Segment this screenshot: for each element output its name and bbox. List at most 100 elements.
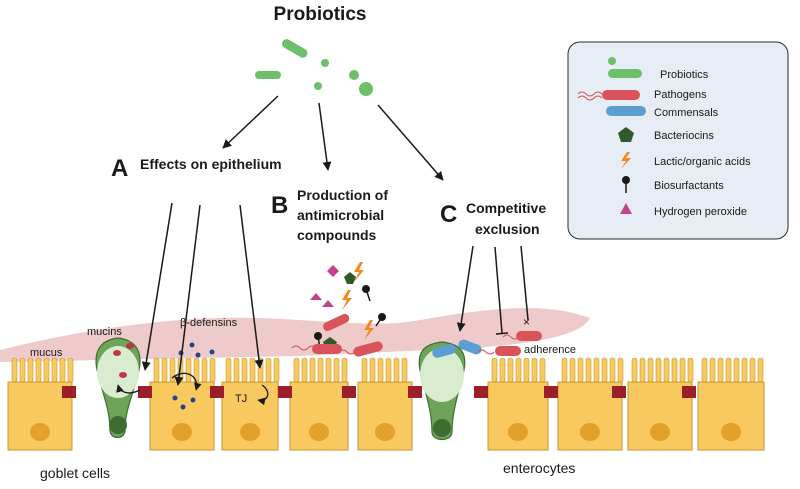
section-b-label-1: Production of: [297, 187, 388, 203]
microvillus: [209, 357, 216, 383]
microvillus: [293, 357, 300, 383]
nucleus: [508, 423, 528, 441]
microvillus: [51, 357, 58, 383]
pin-icon: [622, 176, 630, 193]
microvillus: [225, 357, 232, 383]
microvillus: [499, 357, 506, 383]
microvillus: [67, 357, 74, 383]
microvillus: [709, 357, 716, 383]
microvillus: [241, 357, 248, 383]
microvillus: [369, 357, 376, 383]
microvillus: [11, 357, 18, 383]
arrow-to-b: [318, 102, 332, 171]
microvillus: [309, 357, 316, 383]
microvillus: [717, 357, 724, 383]
tight-junction: [278, 386, 292, 398]
legend-label: Lactic/organic acids: [654, 156, 751, 168]
epithelium: [7, 357, 765, 451]
nucleus: [580, 423, 600, 441]
tight-junction: [210, 386, 224, 398]
tight-junction: [342, 386, 356, 398]
microvillus: [161, 357, 168, 383]
legend-label: Pathogens: [654, 89, 707, 101]
microvillus: [317, 357, 324, 383]
microvillus: [741, 357, 748, 383]
microvillus: [249, 357, 256, 383]
microvillus: [361, 357, 368, 383]
microvillus: [59, 357, 66, 383]
section-b-letter: B: [271, 192, 288, 219]
page-title: Probiotics: [274, 4, 367, 25]
legend: Probiotics Pathogens Commensals Bacterio…: [567, 41, 789, 240]
microvillus: [561, 357, 568, 383]
microvillus: [585, 357, 592, 383]
microvillus: [153, 357, 160, 383]
microvillus: [725, 357, 732, 383]
section-c-letter: C: [440, 201, 457, 228]
microvillus: [647, 357, 654, 383]
microvillus: [655, 357, 662, 383]
microvillus: [265, 357, 272, 383]
nucleus: [375, 423, 395, 441]
section-b-label-2: antimicrobial: [297, 207, 384, 223]
microvillus: [531, 357, 538, 383]
microvillus: [679, 357, 686, 383]
mucin-particles: [113, 343, 134, 378]
microvillus: [609, 357, 616, 383]
microvillus: [523, 357, 530, 383]
tight-junction: [544, 386, 558, 398]
mucus-label: mucus: [30, 347, 63, 359]
tight-junction: [62, 386, 76, 398]
triangle-icon: [620, 203, 632, 214]
microvillus: [43, 357, 50, 383]
arrow-c1: [456, 245, 474, 332]
microvillus: [539, 357, 546, 383]
goblet-cells-label: goblet cells: [40, 465, 110, 481]
microvillus: [393, 357, 400, 383]
microvillus: [185, 357, 192, 383]
microvillus: [515, 357, 522, 383]
microvillus: [385, 357, 392, 383]
microvillus: [507, 357, 514, 383]
microvillus: [401, 357, 408, 383]
microvillus: [733, 357, 740, 383]
section-b-label-3: compounds: [297, 227, 377, 243]
probiotic-coccus: [321, 59, 329, 67]
microvillus: [341, 357, 348, 383]
adherence-label: adherence: [524, 344, 576, 356]
curve-arrow: [257, 384, 269, 406]
microvillus: [201, 357, 208, 383]
section-c-label-2: exclusion: [475, 221, 540, 237]
tight-junction: [138, 386, 152, 398]
microvillus: [19, 357, 26, 383]
probiotic-rod: [282, 39, 308, 58]
nucleus: [240, 423, 260, 441]
lightning-icon: [621, 152, 631, 169]
probiotic-rod: [255, 71, 281, 79]
nucleus: [721, 423, 741, 441]
microvillus: [757, 357, 764, 383]
probiotic-coccus: [359, 82, 373, 96]
arrow-a3: [239, 204, 264, 369]
microvillus: [491, 357, 498, 383]
microvillus: [593, 357, 600, 383]
microvillus: [333, 357, 340, 383]
probiotics-cluster: [255, 39, 373, 96]
tj-label: TJ: [235, 393, 247, 405]
legend-label: Commensals: [654, 107, 719, 119]
legend-label: Probiotics: [660, 69, 709, 81]
legend-label: Bacteriocins: [654, 130, 714, 142]
tight-junction: [682, 386, 696, 398]
nucleus: [309, 423, 329, 441]
section-a-label: Effects on epithelium: [140, 156, 282, 172]
arrow-a2: [174, 204, 201, 386]
goblet-cell: [418, 341, 466, 441]
curve-arrow: [171, 372, 202, 391]
tight-junction: [408, 386, 422, 398]
arrow-c3: [520, 245, 529, 321]
mucins-label: mucins: [87, 326, 122, 338]
legend-label: Biosurfactants: [654, 180, 724, 192]
microvillus: [27, 357, 34, 383]
section-a-letter: A: [111, 155, 128, 182]
